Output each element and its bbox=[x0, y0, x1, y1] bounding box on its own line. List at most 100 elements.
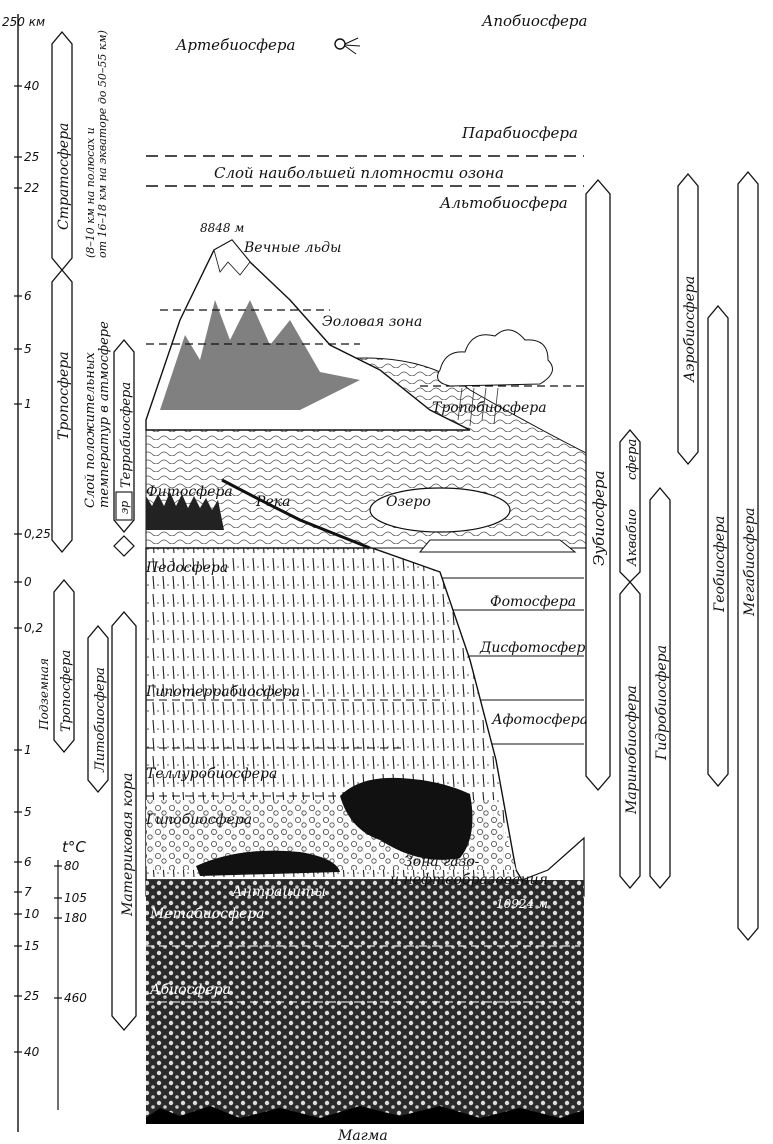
continental-crust-band bbox=[111, 611, 137, 1031]
lake bbox=[369, 487, 511, 533]
altobiosphere-label: Альтобиосфера bbox=[439, 194, 568, 212]
sea-shore bbox=[418, 539, 577, 553]
magma-label: Магма bbox=[337, 1128, 388, 1144]
altitude-tick-label: 25 bbox=[24, 150, 39, 164]
altitude-tick-label: 40 bbox=[24, 1045, 40, 1059]
troposphere-band bbox=[51, 268, 73, 554]
left-bands: Стратосфера (8–10 км на полюсах и от 16–… bbox=[37, 30, 137, 1031]
geobiosphere-band bbox=[707, 304, 729, 788]
tropobiosphere-label: Тропобиосфера bbox=[432, 400, 547, 416]
terrabiosphere-connector bbox=[113, 535, 135, 557]
altitude-tick-label: 6 bbox=[24, 289, 32, 303]
aeolian-label: Эоловая зона bbox=[322, 314, 422, 330]
stratosphere-label: Стратосфера bbox=[56, 123, 72, 230]
mountain-snowcap bbox=[213, 239, 251, 276]
altitude-tick-label: 0,2 bbox=[24, 621, 43, 635]
apobiosphere-label: Апобиосфера bbox=[481, 12, 587, 30]
hydrobiosphere-label: Гидробиосфера bbox=[654, 645, 670, 761]
megabiosphere-label: Мегабиосфера bbox=[742, 508, 758, 617]
cloud bbox=[437, 329, 553, 387]
pedosphere-label: Педосфера bbox=[145, 560, 228, 576]
temperature-axis: t°C 80 105 180 460 bbox=[54, 838, 87, 1110]
forest bbox=[146, 492, 224, 530]
hypobiosphere-label: Гипобиосфера bbox=[145, 812, 252, 828]
altitude-tick-label: 0 bbox=[24, 575, 32, 589]
lithobiosphere-label: Литобиосфера bbox=[93, 667, 108, 773]
aphotosphere-label: Афотосфера bbox=[491, 712, 588, 728]
stratosphere-note-1: (8–10 км на полюсах и bbox=[84, 127, 97, 258]
right-bands: Эубиосфера Аквабио сфера Маринобиосфера … bbox=[585, 170, 759, 942]
artebiosphere-label: Артебиосфера bbox=[175, 36, 295, 54]
satellite-icon bbox=[334, 37, 361, 55]
temperature-ticks: 80 105 180 460 bbox=[54, 859, 87, 1005]
aquabio-label: Аквабио bbox=[625, 509, 640, 567]
eribiosphere-box bbox=[115, 491, 133, 521]
temperature-tick-label: 460 bbox=[64, 991, 87, 1005]
photosphere-label: Фотосфера bbox=[490, 594, 576, 610]
hypoterrabiosphere-label: Гипотеррабиосфера bbox=[145, 684, 300, 700]
altitude-tick-label: 5 bbox=[24, 342, 32, 356]
landscape-illustration bbox=[145, 37, 601, 1124]
eribiosphere-abbr-label: эр bbox=[118, 501, 131, 514]
eternal-ice-label: Вечные льды bbox=[243, 240, 341, 256]
altitude-tick-label: 0,25 bbox=[24, 527, 51, 541]
lake-label: Озеро bbox=[386, 494, 431, 510]
aerobiosphere-label: Аэробиосфера bbox=[682, 276, 698, 383]
aerobiosphere-band bbox=[677, 172, 699, 466]
anthracite-lens bbox=[196, 850, 340, 876]
eubiosphere-band bbox=[585, 179, 611, 791]
terrabiosphere-band bbox=[113, 338, 135, 534]
altitude-tick-label: 7 bbox=[24, 885, 32, 899]
inversion-label-1: Слой положительных bbox=[83, 351, 98, 508]
underground-troposphere-band bbox=[53, 578, 75, 754]
teluribiosphere-label: Теллуробиосфера bbox=[146, 766, 277, 782]
gas-oil-zone-label-2: и нефтеобразования bbox=[390, 872, 548, 888]
altitude-top-label: 250 км bbox=[2, 15, 45, 29]
rain bbox=[457, 387, 499, 427]
lithobiosphere-band bbox=[87, 624, 109, 794]
underground-label: Подземная bbox=[37, 658, 51, 731]
abiosphere-label: Абиосфера bbox=[149, 982, 231, 998]
trench-depth: 10924 м bbox=[496, 897, 548, 911]
river bbox=[221, 478, 371, 550]
phytosphere-label: Фитосфера bbox=[146, 484, 233, 500]
megabiosphere-band bbox=[737, 170, 759, 942]
oil-lens bbox=[340, 777, 473, 860]
altitude-tick-label: 10 bbox=[24, 907, 40, 921]
altitude-tick-label: 40 bbox=[24, 79, 40, 93]
river-label: Река bbox=[255, 494, 290, 510]
magma-edge bbox=[146, 1106, 584, 1124]
altitude-tick-label: 1 bbox=[24, 743, 32, 757]
terrabiosphere-label: Террабиосфера bbox=[119, 382, 134, 488]
sphere-label: сфера bbox=[625, 439, 640, 480]
everest-height: 8848 м bbox=[200, 221, 244, 235]
disphotosphere-label: Дисфотосфера bbox=[479, 640, 594, 656]
hydrobiosphere-band bbox=[649, 486, 671, 890]
marinobiosphere-band bbox=[619, 580, 641, 890]
stratosphere-note-2: от 16–18 км на экваторе до 50–55 км) bbox=[96, 30, 109, 258]
underground-troposphere-label: Тропосфера bbox=[59, 650, 74, 732]
layer-labels: Апобиосфера Артебиосфера Парабиосфера Сл… bbox=[145, 12, 594, 1144]
troposphere-label: Тропосфера bbox=[56, 351, 72, 440]
parabiosphere-label: Парабиосфера bbox=[461, 124, 578, 142]
anthracites-label: Антрациты bbox=[231, 884, 326, 900]
temperature-tick-label: 80 bbox=[64, 859, 80, 873]
altitude-tick-label: 5 bbox=[24, 805, 32, 819]
marinobiosphere-label: Маринобиосфера bbox=[624, 685, 640, 815]
temperature-tick-label: 105 bbox=[64, 891, 87, 905]
continental-crust-label: Материковая кора bbox=[120, 773, 136, 917]
altitude-tick-label: 1 bbox=[24, 397, 32, 411]
eubiosphere-label: Эубиосфера bbox=[590, 470, 608, 566]
altitude-tick-label: 6 bbox=[24, 855, 32, 869]
inversion-label-2: температур в атмосфере bbox=[97, 321, 112, 508]
ozone-label: Слой наибольшей плотности озона bbox=[214, 164, 504, 182]
temperature-tick-label: 180 bbox=[64, 911, 87, 925]
temperature-header: t°C bbox=[62, 838, 86, 856]
gas-oil-zone-label-1: Зона газо- bbox=[404, 854, 480, 870]
metabiosphere-label: Метабиосфера bbox=[149, 906, 265, 922]
mountain-shadow bbox=[160, 300, 360, 410]
altitude-tick-label: 15 bbox=[24, 939, 39, 953]
